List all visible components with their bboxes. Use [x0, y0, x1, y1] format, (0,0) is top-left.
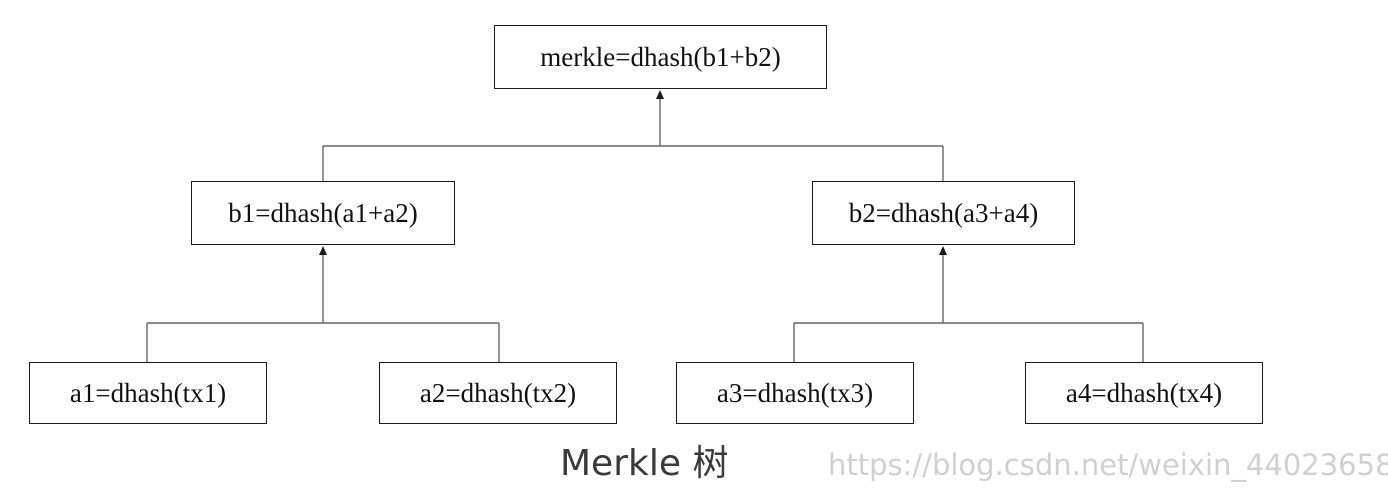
node-a1-label: a1=dhash(tx1): [69, 377, 227, 408]
node-b2: b2=dhash(a3+a4): [812, 181, 1075, 245]
node-a4: a4=dhash(tx4): [1025, 362, 1263, 424]
node-a3: a3=dhash(tx3): [676, 362, 914, 424]
node-root-merkle: merkle=dhash(b1+b2): [494, 25, 827, 89]
node-a4-label: a4=dhash(tx4): [1065, 377, 1223, 408]
node-a2-label: a2=dhash(tx2): [419, 377, 577, 408]
node-b1-label: b1=dhash(a1+a2): [228, 197, 418, 228]
node-a1: a1=dhash(tx1): [29, 362, 267, 424]
connector-a-level-to-b1: [146, 255, 500, 362]
diagram-caption: Merkle 树: [560, 443, 729, 484]
arrowhead-b1: [319, 246, 327, 255]
node-b2-label: b2=dhash(a3+a4): [848, 197, 1039, 228]
node-a2: a2=dhash(tx2): [379, 362, 617, 424]
arrowhead-root: [656, 90, 664, 99]
node-a3-label: a3=dhash(tx3): [716, 377, 874, 408]
connector-b-level-to-root: [322, 99, 944, 181]
node-root-label: merkle=dhash(b1+b2): [540, 41, 781, 72]
source-watermark: https://blog.csdn.net/weixin_44023658: [828, 448, 1388, 482]
arrowhead-b2: [939, 246, 947, 255]
node-b1: b1=dhash(a1+a2): [191, 181, 455, 245]
connector-a-level-to-b2: [793, 255, 1144, 362]
